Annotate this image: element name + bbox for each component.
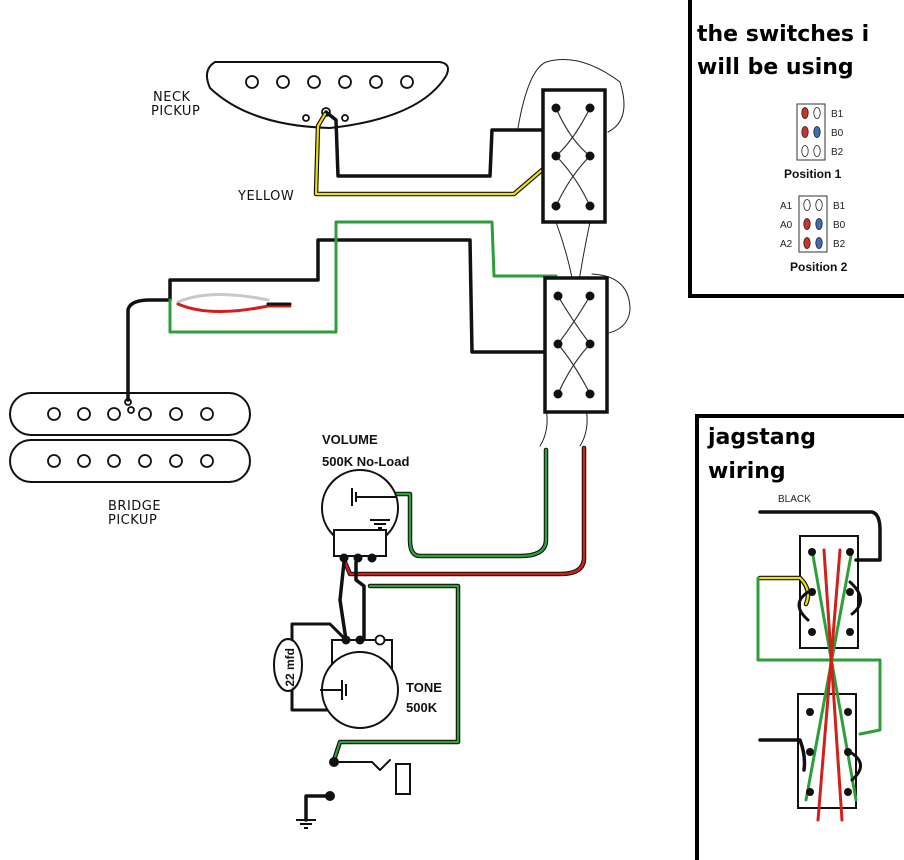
yellow-label: YELLOW: [237, 189, 294, 204]
position-1-switch-icon: [796, 103, 826, 161]
pos2-right-2: B0: [833, 220, 846, 231]
wires: [126, 59, 631, 822]
pos2-left-3: A2: [780, 239, 793, 250]
bridge-green-wire: [168, 220, 558, 334]
switches-title-1: the switches i: [697, 22, 869, 47]
neck-pickup: [205, 61, 449, 130]
jagstang-title-1: jagstang: [707, 425, 816, 450]
volume-ground-icon: [351, 488, 396, 529]
volume-label: VOLUME: [322, 432, 378, 447]
neck-label-1: NECK: [153, 90, 191, 105]
tone-ground-icon: [320, 680, 347, 700]
cap-label: .22 mfd: [283, 648, 297, 690]
bridge-red-wire: [176, 302, 292, 313]
tone-capacitor: .22 mfd: [273, 638, 303, 692]
cap-wires: [290, 622, 348, 712]
neck-pickup-poles: [245, 75, 414, 122]
output-jack: [296, 757, 411, 829]
jagstang-wiring-art: [756, 510, 882, 822]
jagstang-black-label: BLACK: [778, 494, 811, 505]
bridge-black-wire: [126, 238, 558, 402]
jack-ground-wire: [304, 794, 332, 822]
position-1-caption: Position 1: [784, 167, 842, 181]
position-2-caption: Position 2: [790, 260, 848, 274]
neck-black-wire: [324, 110, 558, 178]
pos2-left-2: A0: [780, 220, 793, 231]
pos1-row-3: B2: [831, 147, 844, 158]
jagstang-title-2: wiring: [708, 459, 786, 484]
pos2-right-3: B2: [833, 239, 846, 250]
tone-value: 500K: [406, 700, 438, 715]
switch-1: [541, 88, 607, 224]
bridge-white-wire: [176, 293, 270, 304]
jack-ground-icon: [296, 819, 316, 829]
pos2-left-1: A1: [780, 201, 793, 212]
switches-title-2: will be using: [697, 55, 854, 80]
bridge-pickup-poles: [47, 398, 214, 468]
pos2-right-1: B1: [833, 201, 846, 212]
pos1-row-1: B1: [831, 109, 844, 120]
bridge-label-1: BRIDGE: [108, 499, 161, 514]
neck-label-2: PICKUP: [151, 104, 200, 119]
bridge-pickup: [9, 392, 251, 483]
position-2-switch-icon: [798, 195, 828, 253]
tone-label: TONE: [406, 680, 442, 695]
switches-panel: [688, 0, 904, 298]
switch-2: [543, 276, 609, 414]
jagstang-panel: [695, 414, 904, 860]
bridge-label-2: PICKUP: [108, 513, 157, 528]
neck-yellow-wire: [313, 111, 559, 197]
tone-pot: [320, 634, 399, 729]
volume-tone-wire: [354, 560, 366, 642]
volume-pot: [321, 469, 399, 563]
volume-value: 500K No-Load: [322, 454, 409, 469]
pos1-row-2: B0: [831, 128, 844, 139]
